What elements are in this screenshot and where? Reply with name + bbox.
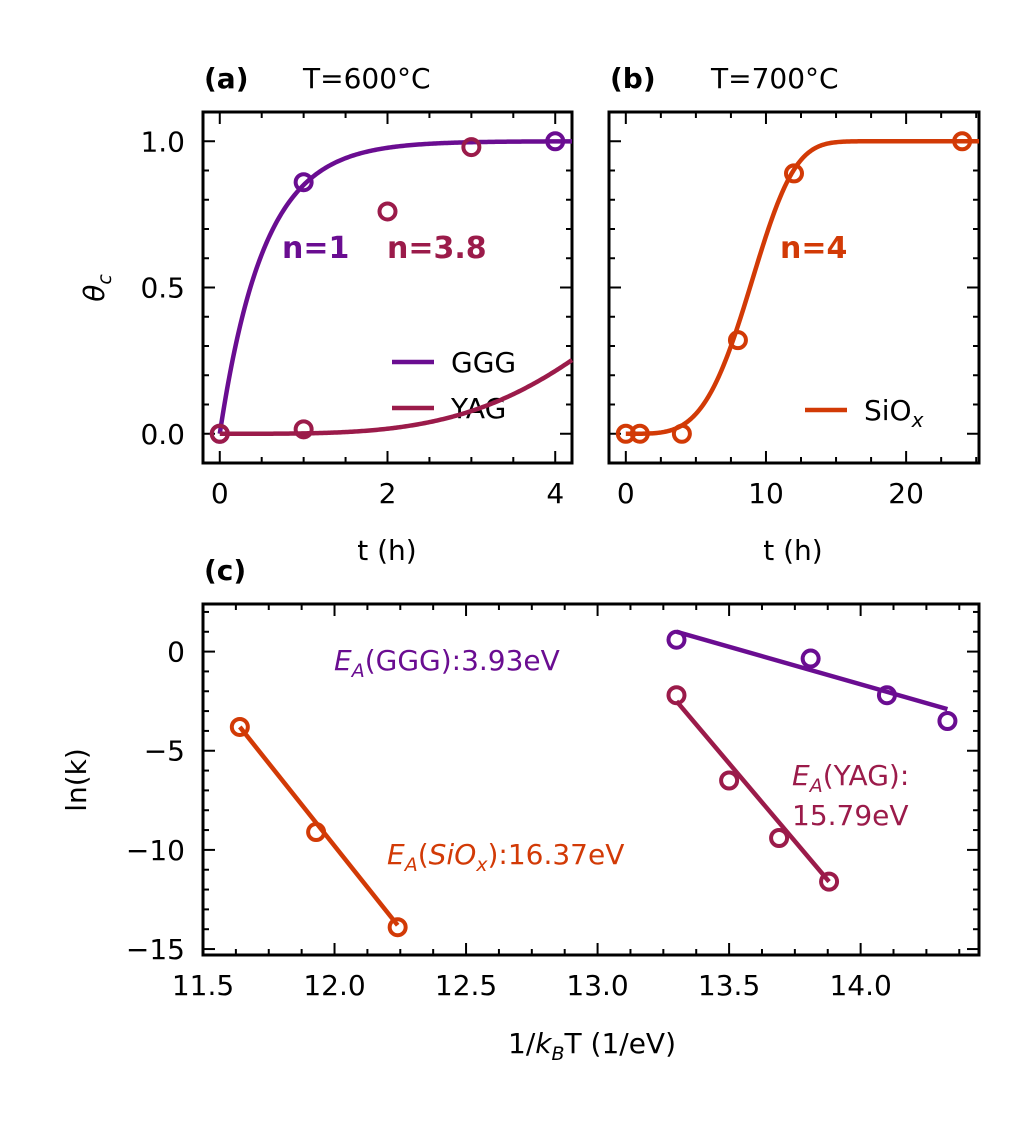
panel-a-ylabel: θc xyxy=(78,274,116,302)
chart-marks: 0 2 4 0.0 0.5 1.0 0 10 20 11.5 12.0 12.5 13.0 13.5 14.… xyxy=(126,110,981,1002)
x-tick-label: 2 xyxy=(379,477,397,510)
x-tick-label: 10 xyxy=(748,477,784,510)
data-point-sio xyxy=(229,716,250,737)
panel-c-xlabel: 1/kBT (1/eV) xyxy=(508,1027,676,1065)
data-point-yag xyxy=(819,871,840,892)
panel-a-xlabel: t (h) xyxy=(357,534,416,567)
y-tick-label: 1.0 xyxy=(140,125,185,158)
data-point-sio xyxy=(306,822,327,843)
x-tick-label: 0 xyxy=(211,477,229,510)
annotation-ea-yag-line1: EA(YAG): xyxy=(792,759,909,797)
panel-b-label: (b) xyxy=(610,62,656,95)
panel-b-annotation-sio: n=4 xyxy=(780,231,847,266)
data-point-ggg xyxy=(666,629,687,650)
fit-line-ggg xyxy=(217,139,572,435)
data-point-sio xyxy=(629,423,650,444)
data-point-yag xyxy=(461,137,482,158)
fit-line-ggg xyxy=(675,629,949,712)
y-tick-label: −5 xyxy=(144,735,185,768)
panel-a-annotation-yag: n=3.8 xyxy=(387,231,487,266)
data-point-sio xyxy=(727,330,748,351)
panel-a-annotation-ggg: n=1 xyxy=(282,231,349,266)
fit-line-yag xyxy=(674,699,831,884)
data-point-ggg xyxy=(937,711,958,731)
y-tick-label: 0.0 xyxy=(140,418,185,451)
data-point-ggg xyxy=(293,172,314,193)
data-point-ggg xyxy=(545,131,566,152)
data-point-yag xyxy=(293,419,314,440)
y-tick-label: 0.5 xyxy=(140,272,185,305)
annotation-ea-ggg: EA(GGG):3.93eV xyxy=(334,644,560,682)
legend-label-sio: SiOx xyxy=(864,394,924,432)
annotation-ea-yag-line2: 15.79eV xyxy=(792,799,909,832)
panel-a-title: T=600°C xyxy=(302,62,431,95)
x-tick-label: 11.5 xyxy=(172,969,234,1002)
data-point-yag xyxy=(719,770,740,791)
panel-c-frame xyxy=(201,602,981,957)
fit-line-yag xyxy=(219,358,574,436)
data-point-sio xyxy=(671,423,692,444)
data-point-yag xyxy=(209,423,230,444)
data-point-sio xyxy=(387,917,408,938)
fit-line-sio xyxy=(625,139,979,436)
panel-a-frame xyxy=(201,110,574,465)
data-point-sio xyxy=(784,163,804,184)
x-tick-label: 14.0 xyxy=(829,969,891,1002)
panel-b-xlabel: t (h) xyxy=(763,534,822,567)
panel-b-title: T=700°C xyxy=(710,62,839,95)
data-point-ggg xyxy=(876,685,897,706)
panel-c-ylabel: ln(k) xyxy=(60,748,93,812)
panel-c-label: (c) xyxy=(204,554,246,587)
y-tick-label: 0 xyxy=(167,636,185,669)
data-point-yag xyxy=(769,828,790,848)
x-tick-label: 13.0 xyxy=(566,969,628,1002)
x-tick-label: 12.0 xyxy=(303,969,365,1002)
legend-label-ggg: GGG xyxy=(451,346,516,379)
data-point-yag xyxy=(666,685,687,706)
data-point-sio xyxy=(952,131,973,152)
data-point-ggg xyxy=(800,648,821,669)
data-point-yag xyxy=(377,201,398,222)
x-tick-label: 20 xyxy=(888,477,924,510)
y-tick-label: −10 xyxy=(126,834,185,867)
x-tick-label: 12.5 xyxy=(435,969,497,1002)
x-tick-label: 0 xyxy=(617,477,635,510)
x-tick-label: 13.5 xyxy=(698,969,760,1002)
x-tick-label: 4 xyxy=(546,477,564,510)
annotation-ea-sio: EA(SiOx):16.37eV xyxy=(387,838,624,876)
panel-a-label: (a) xyxy=(204,62,249,95)
y-tick-label: −15 xyxy=(126,933,185,966)
